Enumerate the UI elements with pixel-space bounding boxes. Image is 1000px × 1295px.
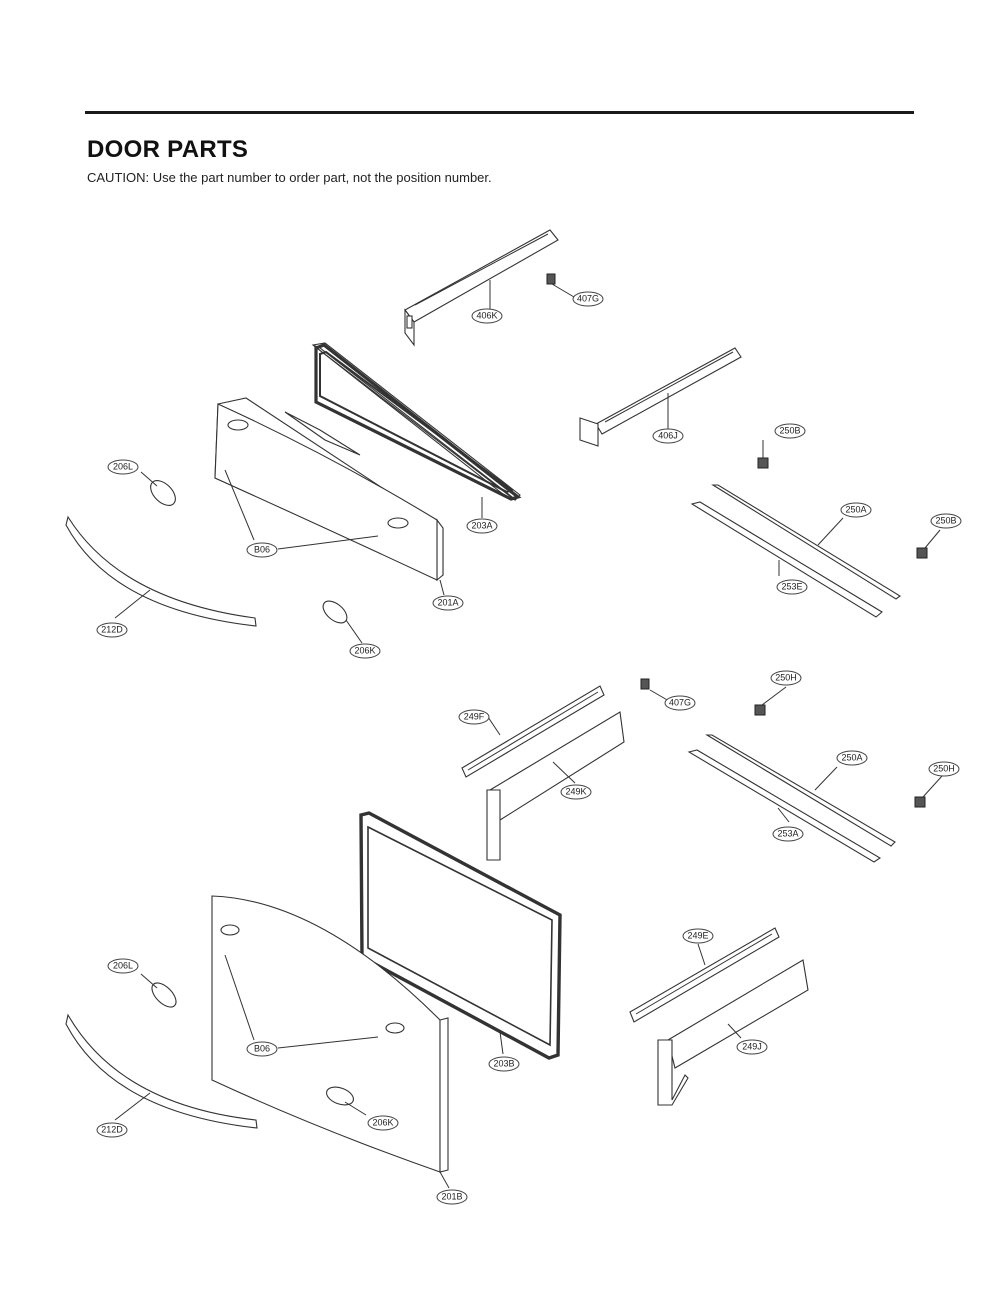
svg-text:253A: 253A — [777, 828, 798, 838]
svg-text:249E: 249E — [687, 930, 708, 940]
part-strip-253e — [690, 501, 883, 618]
header-rule — [85, 111, 914, 114]
svg-text:250A: 250A — [841, 752, 862, 762]
callout-b06-upper: B06 — [246, 542, 278, 558]
part-door-201a — [214, 397, 444, 582]
part-handle-212d-lower — [65, 1013, 258, 1129]
part-rail-249e — [629, 927, 780, 1023]
svg-text:250B: 250B — [935, 515, 956, 525]
svg-text:249K: 249K — [565, 786, 586, 796]
callout-b06-lower: B06 — [246, 1041, 278, 1057]
svg-text:407G: 407G — [577, 293, 599, 303]
part-clip-407g-lower — [640, 678, 650, 690]
part-rail-249f — [461, 685, 605, 778]
svg-text:201A: 201A — [437, 597, 458, 607]
part-clip-407g-upper — [546, 273, 556, 285]
svg-text:407G: 407G — [669, 697, 691, 707]
caution-note: CAUTION: Use the part number to order pa… — [87, 170, 492, 185]
callout-250a-upper: 250A — [840, 502, 872, 518]
svg-text:250H: 250H — [933, 763, 955, 773]
part-handle-212d-upper — [65, 515, 257, 627]
callout-407g-upper: 407G — [572, 291, 604, 307]
callout-406k: 406K — [471, 308, 503, 324]
part-bracket-249k — [486, 711, 625, 861]
part-clip-250h-b — [914, 796, 926, 808]
svg-text:250H: 250H — [775, 672, 797, 682]
callout-249j: 249J — [736, 1039, 768, 1055]
callout-250b-b: 250B — [930, 513, 962, 529]
part-cap-206k-upper — [322, 600, 348, 624]
svg-text:203B: 203B — [493, 1058, 514, 1068]
svg-text:B06: B06 — [254, 1043, 270, 1053]
callout-249e: 249E — [682, 928, 714, 944]
svg-text:406K: 406K — [476, 310, 497, 320]
part-door-201b — [211, 895, 449, 1173]
svg-text:206K: 206K — [354, 645, 375, 655]
callout-253a: 253A — [772, 826, 804, 842]
callout-206l-upper: 206L — [107, 459, 139, 475]
callout-250h-b: 250H — [928, 761, 960, 777]
part-strip-253a — [687, 749, 882, 863]
part-gasket-203a — [311, 342, 522, 501]
callout-250h-a: 250H — [770, 670, 802, 686]
callout-201b: 201B — [436, 1189, 468, 1205]
callout-250b-a: 250B — [774, 423, 806, 439]
callout-406j: 406J — [652, 428, 684, 444]
part-rail-406j — [579, 347, 742, 447]
part-rod-250a-lower — [705, 734, 896, 847]
callout-249k: 249K — [560, 784, 592, 800]
svg-text:406J: 406J — [658, 430, 678, 440]
svg-text:250B: 250B — [779, 425, 800, 435]
svg-text:253E: 253E — [781, 581, 802, 591]
svg-text:201B: 201B — [441, 1191, 462, 1201]
callout-203a: 203A — [466, 518, 498, 534]
callout-203b: 203B — [488, 1056, 520, 1072]
page-title: DOOR PARTS — [87, 136, 249, 163]
part-rail-406k — [404, 229, 559, 347]
callout-206k-lower: 206K — [367, 1115, 399, 1131]
part-clip-250h-a — [754, 704, 766, 716]
callout-212d-upper: 212D — [96, 622, 128, 638]
callout-201a: 201A — [432, 595, 464, 611]
callout-249f: 249F — [458, 709, 490, 725]
svg-text:206L: 206L — [113, 960, 133, 970]
svg-text:206L: 206L — [113, 461, 133, 471]
svg-text:203A: 203A — [471, 520, 492, 530]
svg-text:212D: 212D — [101, 1124, 123, 1134]
svg-text:249F: 249F — [464, 711, 485, 721]
part-clip-250b-a — [757, 457, 769, 469]
svg-text:249J: 249J — [742, 1041, 762, 1051]
part-bracket-249j — [657, 959, 809, 1106]
callout-253e: 253E — [776, 579, 808, 595]
part-clip-250b-b — [916, 547, 928, 559]
callout-407g-lower: 407G — [664, 695, 696, 711]
svg-text:250A: 250A — [845, 504, 866, 514]
svg-text:206K: 206K — [372, 1117, 393, 1127]
svg-text:212D: 212D — [101, 624, 123, 634]
callout-212d-lower: 212D — [96, 1122, 128, 1138]
part-rod-250a-upper — [711, 484, 901, 600]
callout-250a-lower: 250A — [836, 750, 868, 766]
svg-text:B06: B06 — [254, 544, 270, 554]
callout-206k-upper: 206K — [349, 643, 381, 659]
leader-lines — [114, 280, 943, 1189]
callout-206l-lower: 206L — [107, 958, 139, 974]
